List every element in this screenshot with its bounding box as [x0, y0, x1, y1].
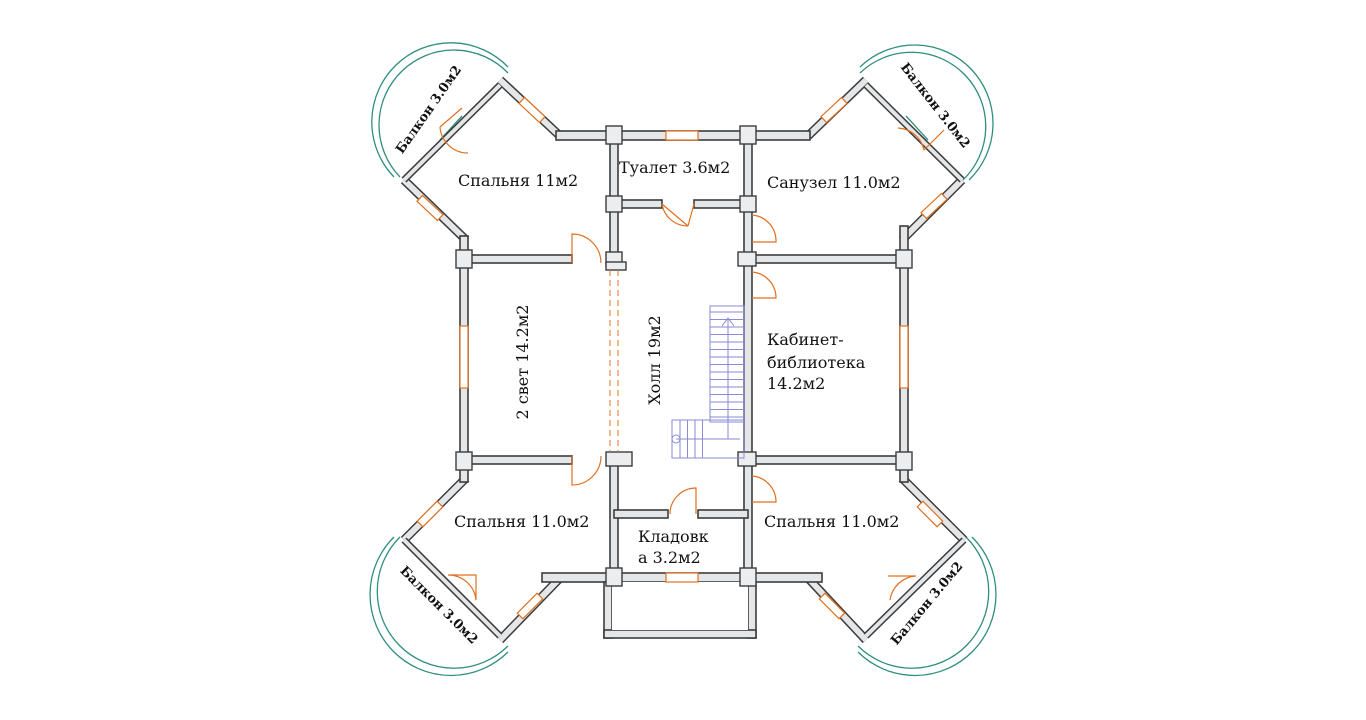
room-label-toilet: Туалет 3.6м2 [619, 158, 730, 177]
room-label-second-light: 2 свет 14.2м2 [513, 305, 532, 420]
doors [439, 107, 945, 601]
balcony-ne [859, 44, 994, 181]
exterior-walls [400, 76, 968, 644]
staircase[interactable] [671, 305, 745, 459]
room-label-study-line2: библиотека [767, 353, 866, 372]
room-label-bedroom-sw: Спальня 11.0м2 [454, 512, 589, 531]
room-label-bathroom: Санузел 11.0м2 [767, 173, 901, 192]
room-label-bedroom-se: Спальня 11.0м2 [764, 512, 899, 531]
room-label-pantry-line2: а 3.2м2 [638, 548, 701, 567]
room-label-hall: Холл 19м2 [645, 315, 664, 404]
room-label-study-line1: Кабинет- [767, 330, 844, 349]
wall-posts [455, 125, 913, 587]
balcony-nw [371, 42, 509, 178]
windows [416, 96, 948, 620]
room-label-pantry-line1: Кладовк [638, 527, 709, 546]
balcony-label-ne: Балкон 3.0м2 [897, 60, 973, 151]
room-label-study-line3: 14.2м2 [767, 374, 825, 393]
room-label-bedroom-nw: Спальня 11м2 [458, 171, 578, 190]
balcony-label-nw: Балкон 3.0м2 [393, 63, 465, 157]
